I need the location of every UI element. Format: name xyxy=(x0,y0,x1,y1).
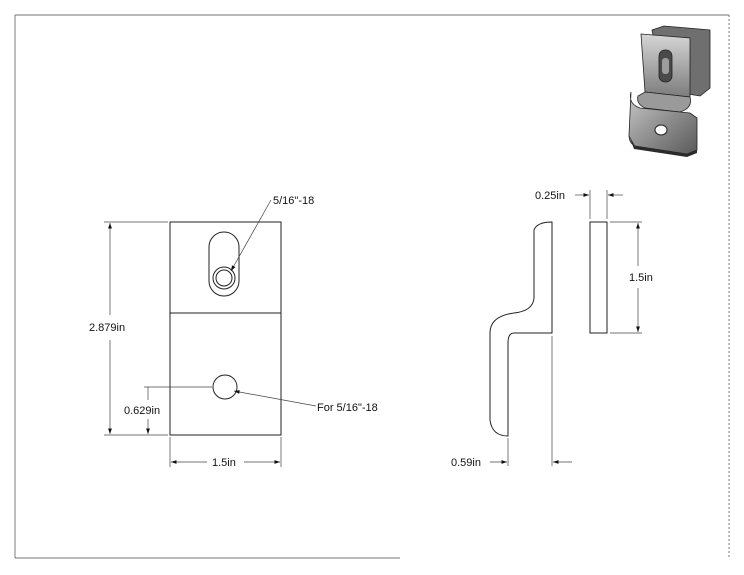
width-dim-label: 1.5in xyxy=(212,457,236,469)
stud-inner xyxy=(215,269,233,287)
front-view xyxy=(169,221,282,436)
isometric-render xyxy=(628,25,711,157)
hole-callout: For 5/16"-18 xyxy=(317,402,378,414)
height-dim-label: 2.879in xyxy=(89,322,125,334)
thickness-dim-label: 0.25in xyxy=(535,190,565,202)
thread-callout: 5/16"-18 xyxy=(273,195,314,207)
sheet-border xyxy=(14,14,730,559)
side-profile-outline xyxy=(489,221,553,437)
side-height-dim-label: 1.5in xyxy=(629,272,653,284)
mounting-hole xyxy=(212,374,238,400)
side-dimensions: 0.25in 1.5in 0.59in xyxy=(451,190,653,469)
side-profile-view xyxy=(489,221,553,437)
offset-dim-label: 0.59in xyxy=(451,457,481,469)
side-edge-outline xyxy=(589,221,608,334)
hole-offset-dim-label: 0.629in xyxy=(124,405,160,417)
side-edge-view xyxy=(589,221,608,334)
front-dimensions: 2.879in 0.629in 1.5in 5/16"-18 For 5/16"… xyxy=(89,195,378,469)
